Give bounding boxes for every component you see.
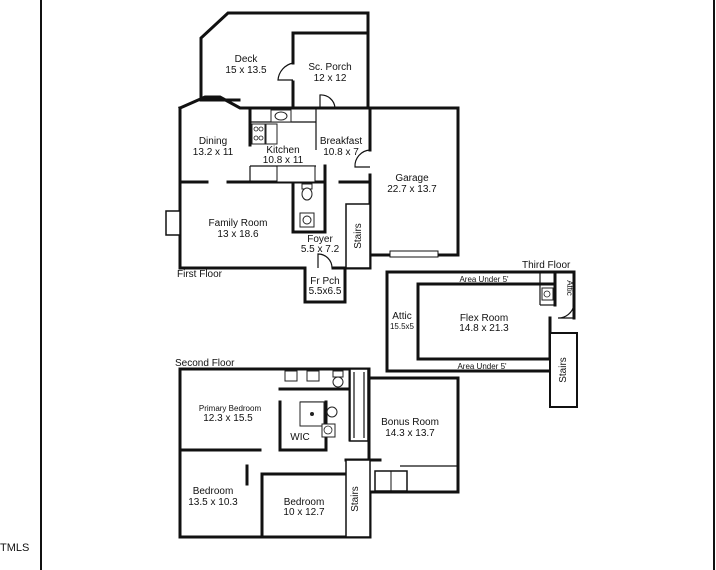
bonus-room-dims: 14.3 x 13.7: [385, 428, 435, 439]
attic-door-swing: [557, 304, 575, 319]
dining-dims: 13.2 x 11: [193, 147, 234, 158]
garage-door-frame: [389, 250, 439, 258]
stairs-first-box: [345, 203, 371, 269]
sc-porch-dims: 12 x 12: [314, 73, 347, 84]
bedroom-right-name: Bedroom: [284, 497, 325, 508]
area-under-bottom: Area Under 5': [457, 362, 507, 371]
front-door-swing: [317, 253, 333, 269]
family-room-dims: 13 x 18.6: [217, 229, 259, 240]
third-floor-outline-left: [385, 270, 552, 373]
wic-label: WIC: [290, 432, 309, 443]
stairs-second-label: Stairs: [350, 486, 361, 512]
garage-door-swing: [354, 149, 371, 168]
fr-pch-name: Fr Pch: [310, 276, 339, 287]
island: [276, 165, 316, 183]
stairs-second-box: [345, 459, 371, 538]
stairs-first-label: Stairs: [353, 223, 364, 249]
primary-bedroom-dims: 12.3 x 15.5: [203, 413, 253, 424]
sink-kitchen-bowl: [274, 111, 288, 121]
flex-room-name: Flex Room: [460, 313, 508, 324]
breakfast-name: Breakfast: [320, 136, 362, 147]
garage-name: Garage: [395, 173, 429, 184]
foyer-name: Foyer: [307, 234, 333, 245]
foyer-dims: 5.5 x 7.2: [301, 244, 340, 255]
third-floor-outline: [385, 270, 576, 320]
bedroom-right-dims: 10 x 12.7: [283, 507, 325, 518]
flex-room-dims: 14.8 x 21.3: [459, 323, 509, 334]
bedroom-left-name: Bedroom: [193, 486, 234, 497]
bonus-room-name: Bonus Room: [381, 417, 439, 428]
kitchen-name: Kitchen: [266, 145, 299, 156]
mls-logo: TMLS: [0, 542, 29, 554]
porch-door-swing-2: [319, 94, 336, 109]
kitchen-dims: 10.8 x 11: [263, 155, 304, 166]
first-floor-label: First Floor: [177, 269, 223, 280]
bedroom-left-dims: 13.5 x 10.3: [188, 497, 238, 508]
breakfast-dims: 10.8 x 7: [323, 147, 359, 158]
powder-sink-icon: [299, 212, 315, 228]
family-room-name: Family Room: [209, 218, 268, 229]
stove-icon: [251, 123, 266, 145]
first-floor: Deck 15 x 13.5 Sc. Porch 12 x 12 Dining …: [165, 11, 460, 304]
front-porch-walls: [303, 266, 347, 304]
third-floor: Third Floor Area Under 5' Area Under 5' …: [385, 260, 578, 408]
sc-porch-walls: [291, 31, 370, 110]
second-floor-outline: [178, 367, 460, 539]
sc-porch-name: Sc. Porch: [308, 62, 351, 73]
deck-name: Deck: [235, 54, 259, 65]
attic-left-name: Attic: [392, 311, 411, 322]
fireplace: [165, 210, 181, 236]
attic-left-dims: 15.5x5: [390, 322, 415, 331]
stairs-third-label: Stairs: [558, 357, 569, 383]
primary-bedroom-name: Primary Bedroom: [199, 404, 262, 413]
dining-name: Dining: [199, 136, 227, 147]
stairs-third-box: [549, 332, 578, 408]
deck-dims: 15 x 13.5: [225, 65, 267, 76]
area-under-top: Area Under 5': [459, 275, 509, 284]
primary-toilet: [332, 370, 344, 378]
attic-right-name: Attic: [565, 280, 574, 296]
primary-sink-1: [284, 370, 298, 382]
house-left-wall: [178, 106, 307, 270]
shower-icon: [349, 368, 369, 442]
primary-sink-2: [306, 370, 320, 382]
porch-door-swing: [277, 62, 294, 81]
second-floor: Second Floor Prima: [175, 358, 460, 539]
fridge-icon: [265, 123, 278, 145]
sink-kitchen: [270, 109, 292, 123]
sink-third-icon: [541, 287, 554, 301]
third-floor-label: Third Floor: [522, 260, 571, 271]
second-floor-label: Second Floor: [175, 358, 235, 369]
house-top-wall: [178, 95, 460, 110]
fr-pch-dims: 5.5x6.5: [309, 286, 342, 297]
garage-dims: 22.7 x 13.7: [387, 184, 437, 195]
deck-walls: [199, 11, 370, 102]
